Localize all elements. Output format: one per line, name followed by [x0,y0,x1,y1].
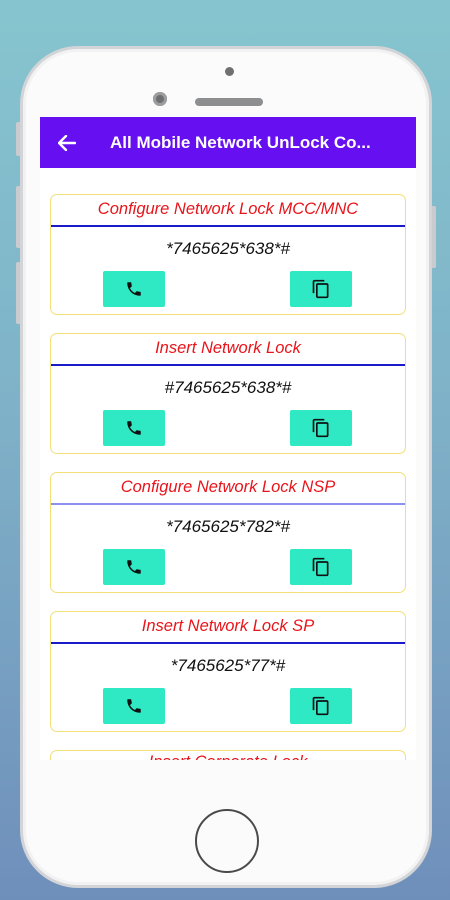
page-title: All Mobile Network UnLock Co... [110,132,371,152]
phone-side-button-left-1 [16,122,21,156]
back-button[interactable] [40,117,94,168]
code-card-title: Configure Network Lock NSP [51,473,405,505]
call-button[interactable] [103,410,165,446]
code-value: *7465625*77*# [170,656,286,675]
phone-icon [127,699,141,713]
earpiece-speaker [195,98,263,106]
code-list: Configure Network Lock MCC/MNC *7465625*… [50,194,406,760]
phone-icon [127,282,141,296]
home-button[interactable] [195,809,259,873]
phone-side-button-left-2 [16,186,21,248]
code-card: Insert Network Lock #7465625*638*# [50,333,406,454]
call-button[interactable] [103,688,165,724]
code-value: *7465625*782*# [166,517,290,536]
code-value: *7465625*638*# [166,239,290,258]
copy-icon [312,418,329,438]
code-card: Insert Network Lock SP *7465625*77*# [50,611,406,732]
call-button[interactable] [103,271,165,307]
phone-icon [127,560,141,574]
code-card-title: Insert Network Lock SP [51,612,405,644]
code-card-partial: Insert Corporate Lock [50,750,406,760]
code-card: Configure Network Lock NSP *7465625*782*… [50,472,406,593]
code-value: #7465625*638*# [164,378,292,397]
copy-button[interactable] [290,549,352,585]
app-bar: All Mobile Network UnLock Co... [40,117,416,168]
copy-icon [312,696,329,716]
phone-side-button-left-3 [16,262,21,324]
code-card: Configure Network Lock MCC/MNC *7465625*… [50,194,406,315]
copy-button[interactable] [290,688,352,724]
copy-icon [312,557,329,577]
sensor-dot [225,67,234,76]
phone-icon [127,421,141,435]
phone-side-button-right [431,206,436,268]
copy-button[interactable] [290,271,352,307]
copy-icon [312,279,329,299]
arrow-left-icon [58,134,76,151]
app-screen: All Mobile Network UnLock Co... Configur… [40,117,416,760]
code-card-title: Insert Corporate Lock [51,751,405,760]
front-camera [153,92,167,106]
call-button[interactable] [103,549,165,585]
copy-button[interactable] [290,410,352,446]
code-card-title: Insert Network Lock [51,334,405,366]
code-card-title: Configure Network Lock MCC/MNC [51,195,405,227]
